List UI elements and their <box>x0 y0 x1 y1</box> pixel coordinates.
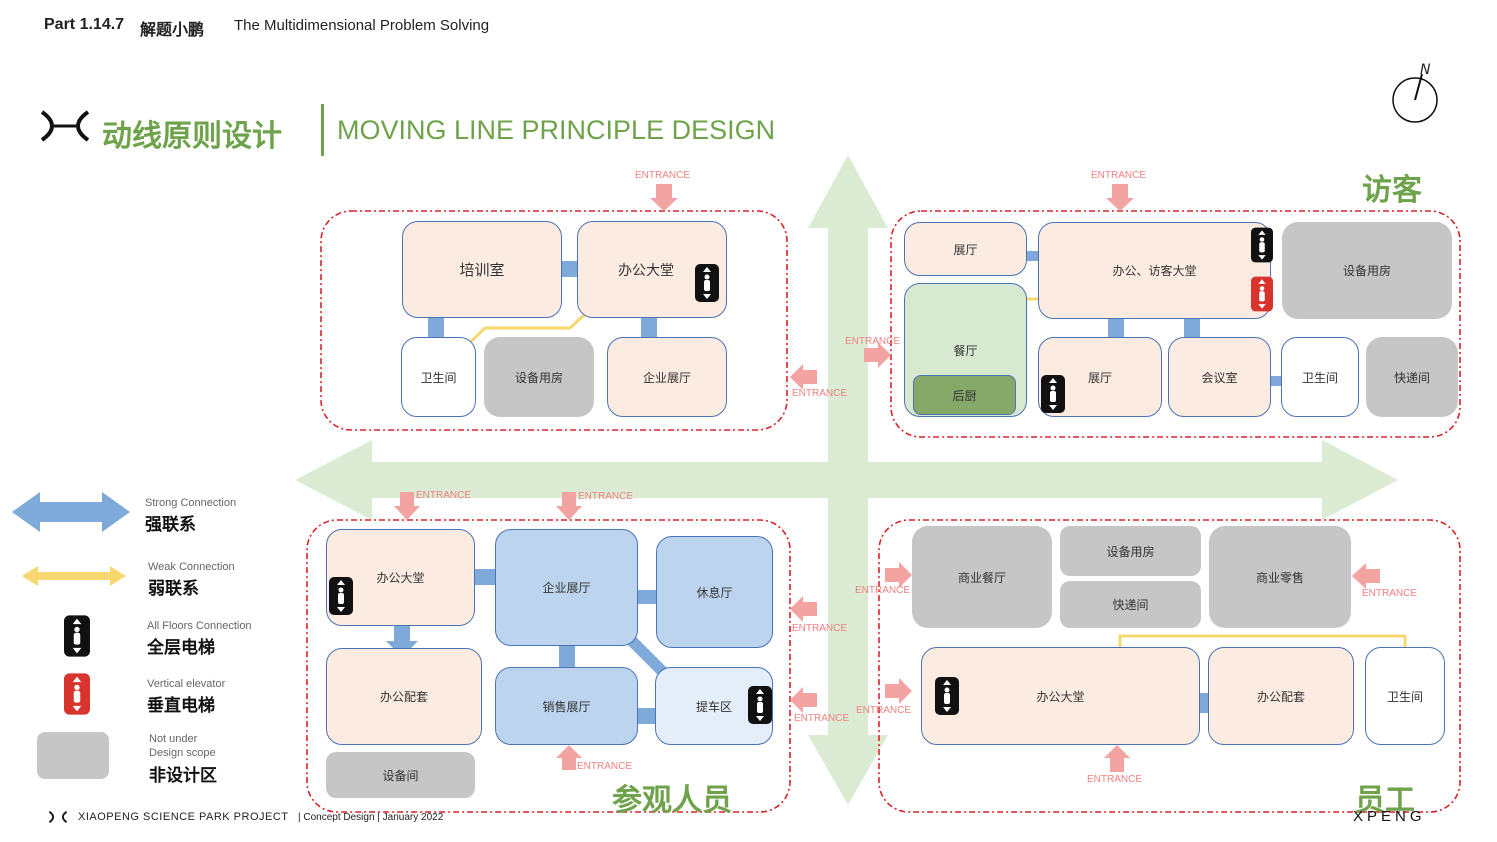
elevator-black-icon <box>695 264 719 302</box>
legend-weak-cn: 弱联系 <box>148 579 199 599</box>
title-en: MOVING LINE PRINCIPLE DESIGN <box>337 115 776 145</box>
legend-scope-en1: Not under <box>149 733 198 745</box>
legend-strong-arrow <box>12 492 130 532</box>
elevator-black-icon <box>935 677 959 715</box>
room-showroom: 企业展厅 <box>607 337 727 417</box>
room-sales: 销售展厅 <box>495 667 638 745</box>
entrance-arrow-left <box>790 364 817 390</box>
entrance-label: ENTRANCE <box>1362 588 1418 599</box>
legend-scope-cn: 非设计区 <box>149 766 217 786</box>
legend-strong-cn: 强联系 <box>145 515 196 535</box>
entrance-label: ENTRANCE <box>855 585 911 596</box>
elevator-black-icon <box>329 577 353 615</box>
header-cn: 解题小鹏 <box>140 20 205 39</box>
entrance-arrow-left <box>790 596 817 622</box>
entrance-arrow-left <box>1352 563 1380 589</box>
legend-all-en: All Floors Connection <box>147 620 252 632</box>
entrance-label: ENTRANCE <box>1091 170 1147 181</box>
entrance-arrow-down <box>1106 184 1134 211</box>
legend-grey-box <box>37 732 109 779</box>
entrance-label: ENTRANCE <box>1087 774 1143 785</box>
entrance-arrow-right <box>864 342 891 368</box>
entrance-arrow-left <box>790 687 817 713</box>
room-express-br: 快递间 <box>1060 581 1201 628</box>
zone-bottom-right <box>878 519 1461 813</box>
entrance-arrow-down <box>394 492 420 520</box>
entrance-arrow-down <box>650 184 678 211</box>
room-support-bl: 办公配套 <box>326 648 482 745</box>
entrance-arrow-right <box>885 678 912 704</box>
room-equipment-tr: 设备用房 <box>1282 222 1452 319</box>
strong-arrow <box>610 582 678 612</box>
entrance-label: ENTRANCE <box>635 170 691 181</box>
room-kitchen: 后厨 <box>913 375 1016 415</box>
title-divider <box>321 104 324 156</box>
footer-brand: XPENG <box>1353 808 1426 825</box>
room-toilet-br: 卫生间 <box>1365 647 1445 745</box>
room-lounge: 休息厅 <box>656 536 773 648</box>
header-en: The Multidimensional Problem Solving <box>234 17 490 34</box>
elevator-black-icon <box>1251 227 1273 263</box>
entrance-label: ENTRANCE <box>577 761 633 772</box>
xpeng-logo-icon <box>40 110 90 142</box>
room-equipment-bl: 设备间 <box>326 752 475 798</box>
elevator-black-icon <box>748 686 772 724</box>
elevator-red-icon <box>1251 276 1273 312</box>
room-toilet-tr: 卫生间 <box>1281 337 1359 417</box>
room-showroom-bl: 企业展厅 <box>495 529 638 646</box>
room-office-hall-br: 办公大堂 <box>921 647 1200 745</box>
entrance-label: ENTRANCE <box>856 705 912 716</box>
zone-bottom-left <box>306 519 791 813</box>
legend-elevator-red-icon <box>64 673 90 715</box>
footer-project: XIAOPENG SCIENCE PARK PROJECT <box>78 811 289 823</box>
entrance-arrow-right <box>885 562 912 588</box>
legend-elevator-black-icon <box>64 615 90 657</box>
header-part: Part 1.14.7 <box>44 16 125 33</box>
legend-all-cn: 全层电梯 <box>147 638 215 658</box>
legend-weak-en: Weak Connection <box>148 561 235 573</box>
compass-label: N <box>1420 62 1431 78</box>
legend-vert-cn: 垂直电梯 <box>147 696 215 716</box>
room-toilet: 卫生间 <box>401 337 476 417</box>
room-training: 培训室 <box>402 221 562 318</box>
zone-label-staff: 员工 <box>1355 783 1415 818</box>
zone-top-left <box>320 210 788 431</box>
entrance-arrows <box>394 184 1380 772</box>
entrance-label: ENTRANCE <box>792 623 848 634</box>
title-cn: 动线原则设计 <box>102 119 282 154</box>
zone-label-tourist: 参观人员 <box>612 783 732 818</box>
room-equipment-br: 设备用房 <box>1060 526 1201 576</box>
legend-weak-arrow <box>22 566 126 586</box>
footer-detail: | Concept Design | January 2022 <box>298 812 444 823</box>
elevator-black-icon <box>1041 375 1065 413</box>
room-office-visitor-hall: 办公、访客大堂 <box>1038 222 1271 319</box>
legend-strong-en: Strong Connection <box>145 497 237 509</box>
room-restaurant: 商业餐厅 <box>912 526 1052 628</box>
entrance-arrow-up <box>556 745 582 770</box>
entrance-label: ENTRANCE <box>578 491 634 502</box>
zone-label-visitor: 访客 <box>1362 173 1422 208</box>
footer-logo-icon <box>48 811 68 823</box>
room-exhibit: 展厅 <box>904 222 1027 276</box>
entrance-arrow-up <box>1104 745 1130 772</box>
compass-icon <box>1392 73 1438 123</box>
entrance-label: ENTRANCE <box>416 490 472 501</box>
room-equipment: 设备用房 <box>484 337 594 417</box>
room-meeting: 会议室 <box>1168 337 1271 417</box>
cross-horizontal-arrow <box>295 440 1398 520</box>
zone-top-right <box>890 210 1461 438</box>
room-support-br: 办公配套 <box>1208 647 1354 745</box>
entrance-label: ENTRANCE <box>792 388 848 399</box>
entrance-arrow-down <box>556 492 582 520</box>
legend-scope-en2: Design scope <box>149 747 216 759</box>
room-retail: 商业零售 <box>1209 526 1351 628</box>
legend-vert-en: Vertical elevator <box>147 678 226 690</box>
entrance-label: ENTRANCE <box>794 713 850 724</box>
entrance-label: ENTRANCE <box>845 336 901 347</box>
room-express-tr: 快递间 <box>1366 337 1458 417</box>
